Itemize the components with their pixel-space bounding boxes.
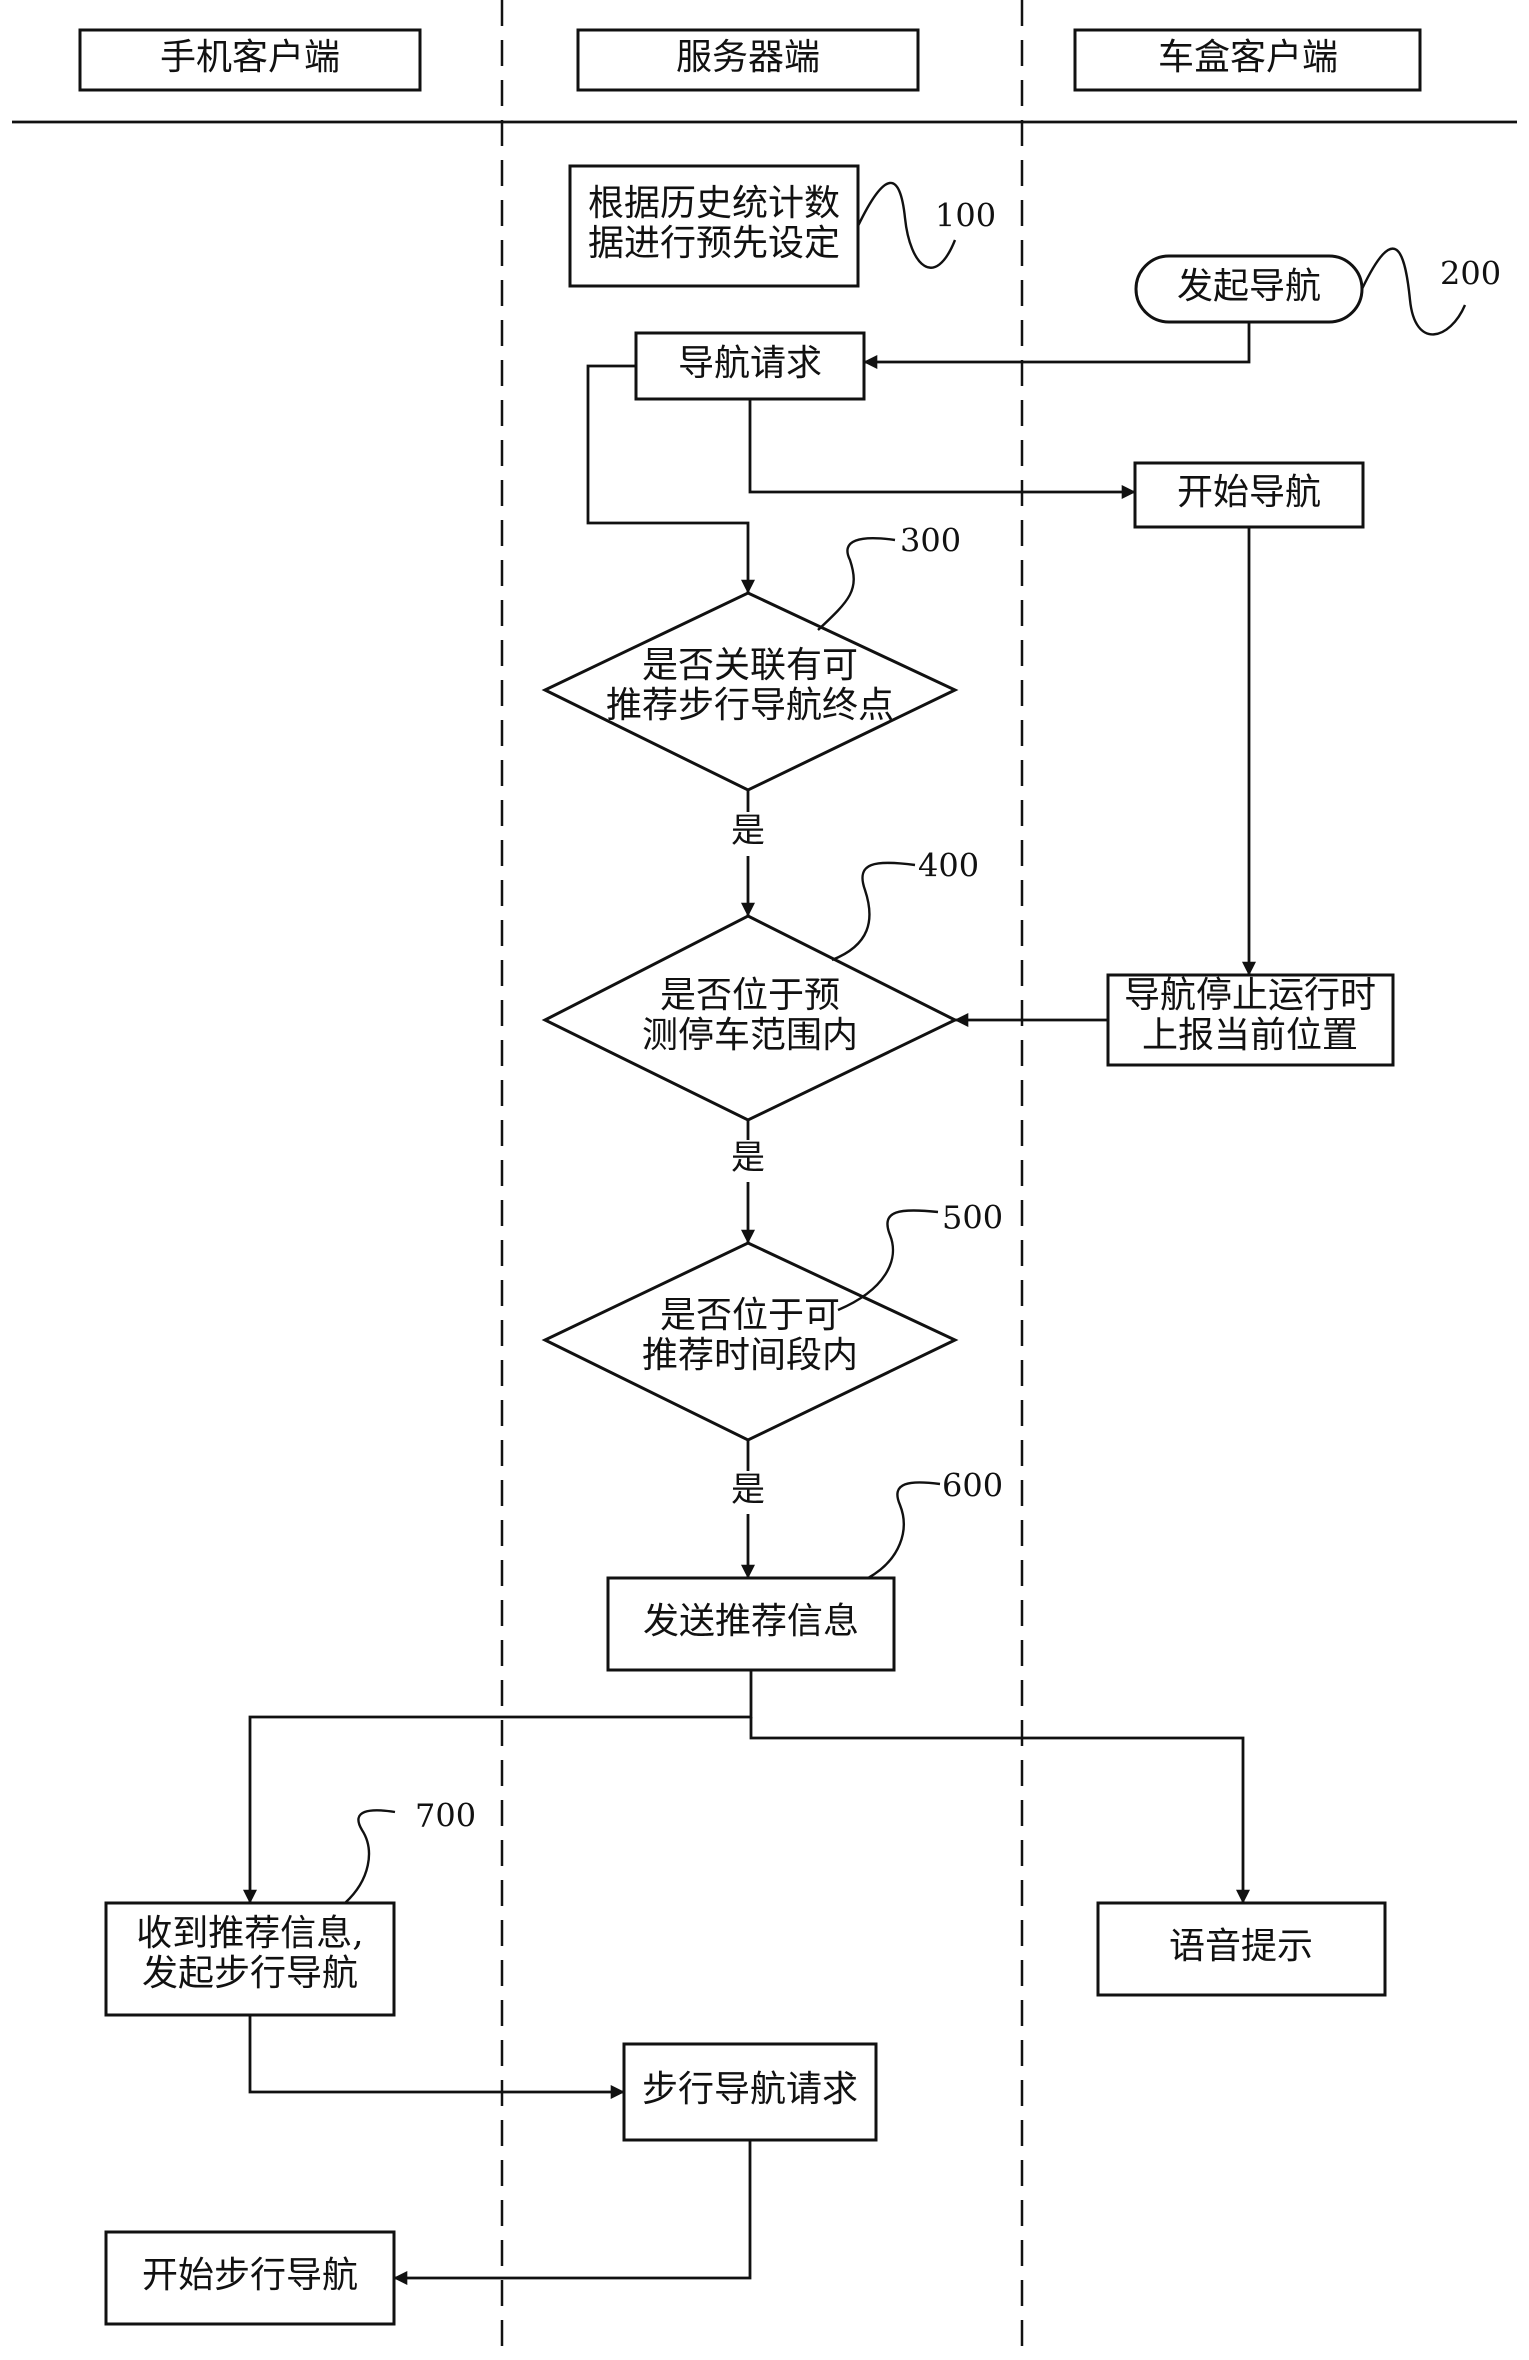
arrow-send-to-phone <box>243 1670 753 1904</box>
report-position-text-line2: 上报当前位置 <box>1142 1015 1358 1056</box>
walk-request-box <box>622 2042 878 2142</box>
begin-nav-box <box>1133 461 1365 529</box>
preset-box <box>568 164 860 288</box>
leader-300 <box>817 537 896 631</box>
ref-300: 300 <box>900 522 961 560</box>
send-recommend-text: 发送推荐信息 <box>643 1601 859 1642</box>
preset-text-line1: 根据历史统计数 <box>588 183 840 224</box>
decision-parking-text-line2: 测停车范围内 <box>642 1015 858 1056</box>
ref-500: 500 <box>942 1199 1003 1237</box>
arrow-walk-to-begin-walk <box>393 2140 752 2285</box>
report-position-box <box>1106 973 1395 1067</box>
yes-label-2: 是 <box>731 1138 765 1178</box>
begin-walk-text: 开始步行导航 <box>142 2255 358 2296</box>
ref-400: 400 <box>918 847 979 885</box>
arrow-send-to-voice <box>749 1717 1250 1904</box>
arrow-receive-to-walk <box>248 2015 625 2099</box>
leader-100 <box>856 181 957 269</box>
decision-dest-text-line2: 推荐步行导航终点 <box>606 685 894 726</box>
decision-parking-text-line1: 是否位于预 <box>660 975 840 1016</box>
decision-dest-text-line1: 是否关联有可 <box>642 645 858 686</box>
report-position-text-line1: 导航停止运行时 <box>1124 975 1376 1016</box>
lane-header-phone <box>78 28 422 92</box>
walk-request-text: 步行导航请求 <box>642 2069 858 2110</box>
lane-header-carbox <box>1073 28 1422 92</box>
leader-700 <box>344 1809 396 1904</box>
yes-label-1: 是 <box>731 811 765 851</box>
leader-400 <box>831 861 916 962</box>
receive-recommend-box <box>104 1901 396 2017</box>
receive-recommend-text-line2: 发起步行导航 <box>142 1953 358 1994</box>
arrow-request-to-decision-dest <box>586 364 755 594</box>
lane-title-phone: 手机客户端 <box>160 37 340 78</box>
decision-time-text-line1: 是否位于可 <box>660 1295 840 1336</box>
leader-600 <box>867 1481 941 1580</box>
ref-600: 600 <box>942 1467 1003 1505</box>
leader-500 <box>837 1209 939 1312</box>
arrow-start-to-request <box>863 322 1251 369</box>
start-nav-text: 发起导航 <box>1177 266 1321 307</box>
yes-label-3: 是 <box>731 1470 765 1510</box>
ref-700: 700 <box>415 1797 476 1835</box>
lane-title-carbox: 车盒客户端 <box>1158 37 1338 78</box>
voice-prompt-box <box>1096 1901 1387 1997</box>
lane-header-server <box>576 28 920 92</box>
ref-100: 100 <box>935 197 996 235</box>
ref-200: 200 <box>1440 255 1501 293</box>
leader-200 <box>1360 247 1467 336</box>
receive-recommend-text-line1: 收到推荐信息, <box>136 1913 363 1954</box>
arrow-request-to-begin <box>748 399 1136 499</box>
begin-nav-text: 开始导航 <box>1177 472 1321 513</box>
nav-request-text: 导航请求 <box>678 343 822 384</box>
voice-prompt-text: 语音提示 <box>1169 1926 1313 1967</box>
preset-text-line2: 据进行预先设定 <box>588 223 840 264</box>
lane-title-server: 服务器端 <box>676 37 820 78</box>
decision-time-text-line2: 推荐时间段内 <box>642 1335 858 1376</box>
send-recommend-box <box>606 1576 896 1672</box>
